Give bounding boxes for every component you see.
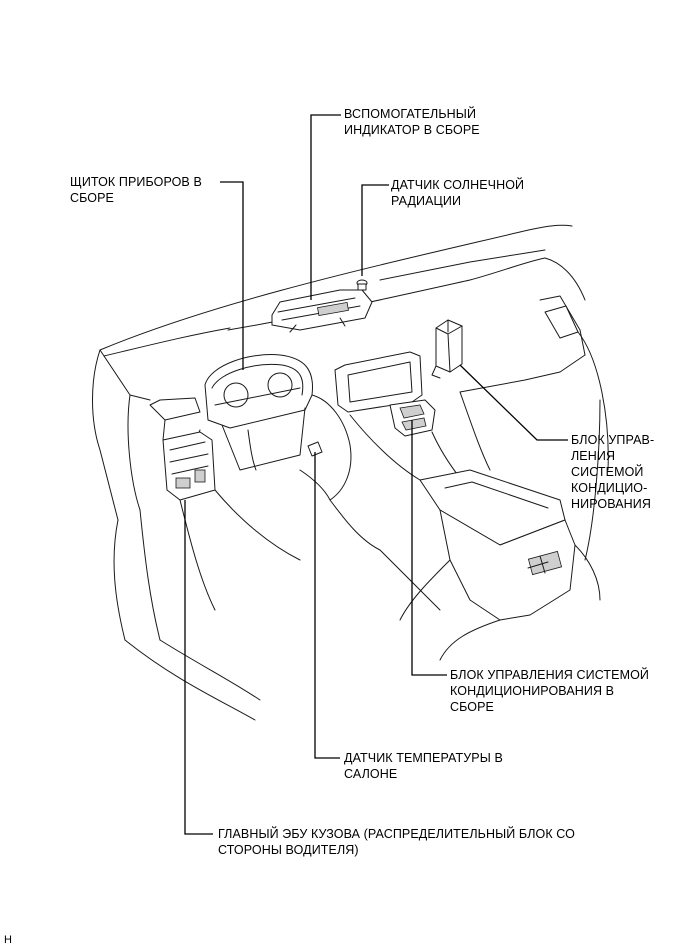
center-console-drawing (334, 351, 601, 661)
corner-mark: H (4, 934, 13, 946)
label-ac-amplifier: БЛОК УПРАВ- ЛЕНИЯ СИСТЕМОЙ КОНДИЦИО- НИР… (571, 433, 655, 511)
junction-block-drawing (149, 397, 216, 501)
aux-indicator-drawing (271, 289, 373, 333)
ac-amplifier-drawing (431, 319, 463, 379)
solar-sensor-drawing (356, 279, 368, 291)
leader-lines (184, 114, 568, 835)
label-main-body-ecu: ГЛАВНЫЙ ЭБУ КУЗОВА (РАСПРЕДЕЛИТЕЛЬНЫЙ БЛ… (218, 827, 575, 857)
label-aux-indicator: ВСПОМОГАТЕЛЬНЫЙ ИНДИКАТОР В СБОРЕ (344, 107, 480, 137)
label-instrument-cluster: ЩИТОК ПРИБОРОВ В СБОРЕ (70, 175, 202, 205)
room-temp-sensor-drawing (307, 441, 323, 457)
left-side-outline (92, 349, 441, 721)
label-ac-control-assembly: БЛОК УПРАВЛЕНИЯ СИСТЕМОЙ КОНДИЦИОНИРОВАН… (450, 668, 650, 714)
label-room-temp-sensor: ДАТЧИК ТЕМПЕРАТУРЫ В САЛОНЕ (344, 751, 503, 781)
instrument-cluster-drawing (195, 354, 352, 501)
label-solar-sensor: ДАТЧИК СОЛНЕЧНОЙ РАДИАЦИИ (391, 178, 525, 208)
